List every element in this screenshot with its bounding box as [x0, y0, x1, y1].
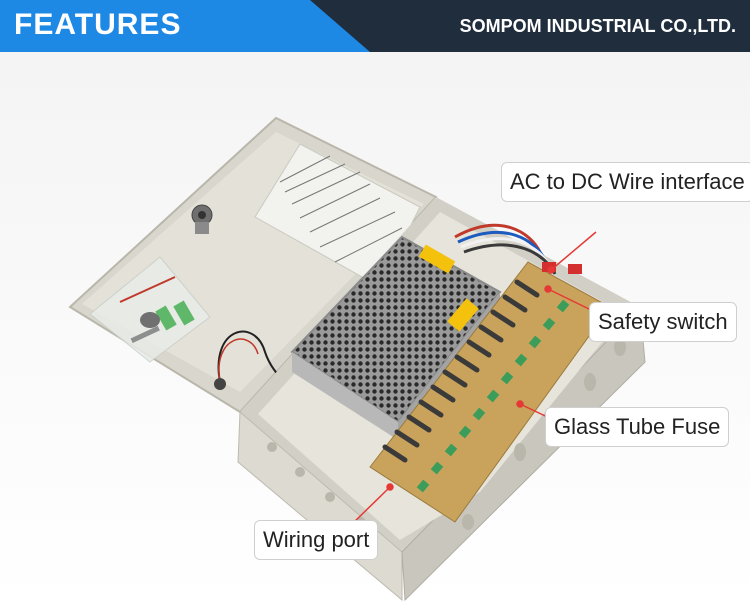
label-wiring-port: Wiring port — [254, 520, 379, 560]
page-title: FEATURES — [14, 8, 182, 41]
company-name: SOMPOM INDUSTRIAL CO.,LTD. — [459, 16, 736, 36]
label-glass-tube-fuse: Glass Tube Fuse — [545, 407, 730, 447]
header-accent — [0, 0, 370, 52]
label-ac-dc-interface: AC to DC Wire interface — [501, 162, 750, 202]
accessory-bag — [89, 256, 211, 363]
callout-pointers — [351, 231, 597, 525]
label-safety-switch: Safety switch — [589, 302, 737, 342]
header-banner: FEATURES SOMPOM INDUSTRIAL CO.,LTD. — [0, 0, 750, 52]
